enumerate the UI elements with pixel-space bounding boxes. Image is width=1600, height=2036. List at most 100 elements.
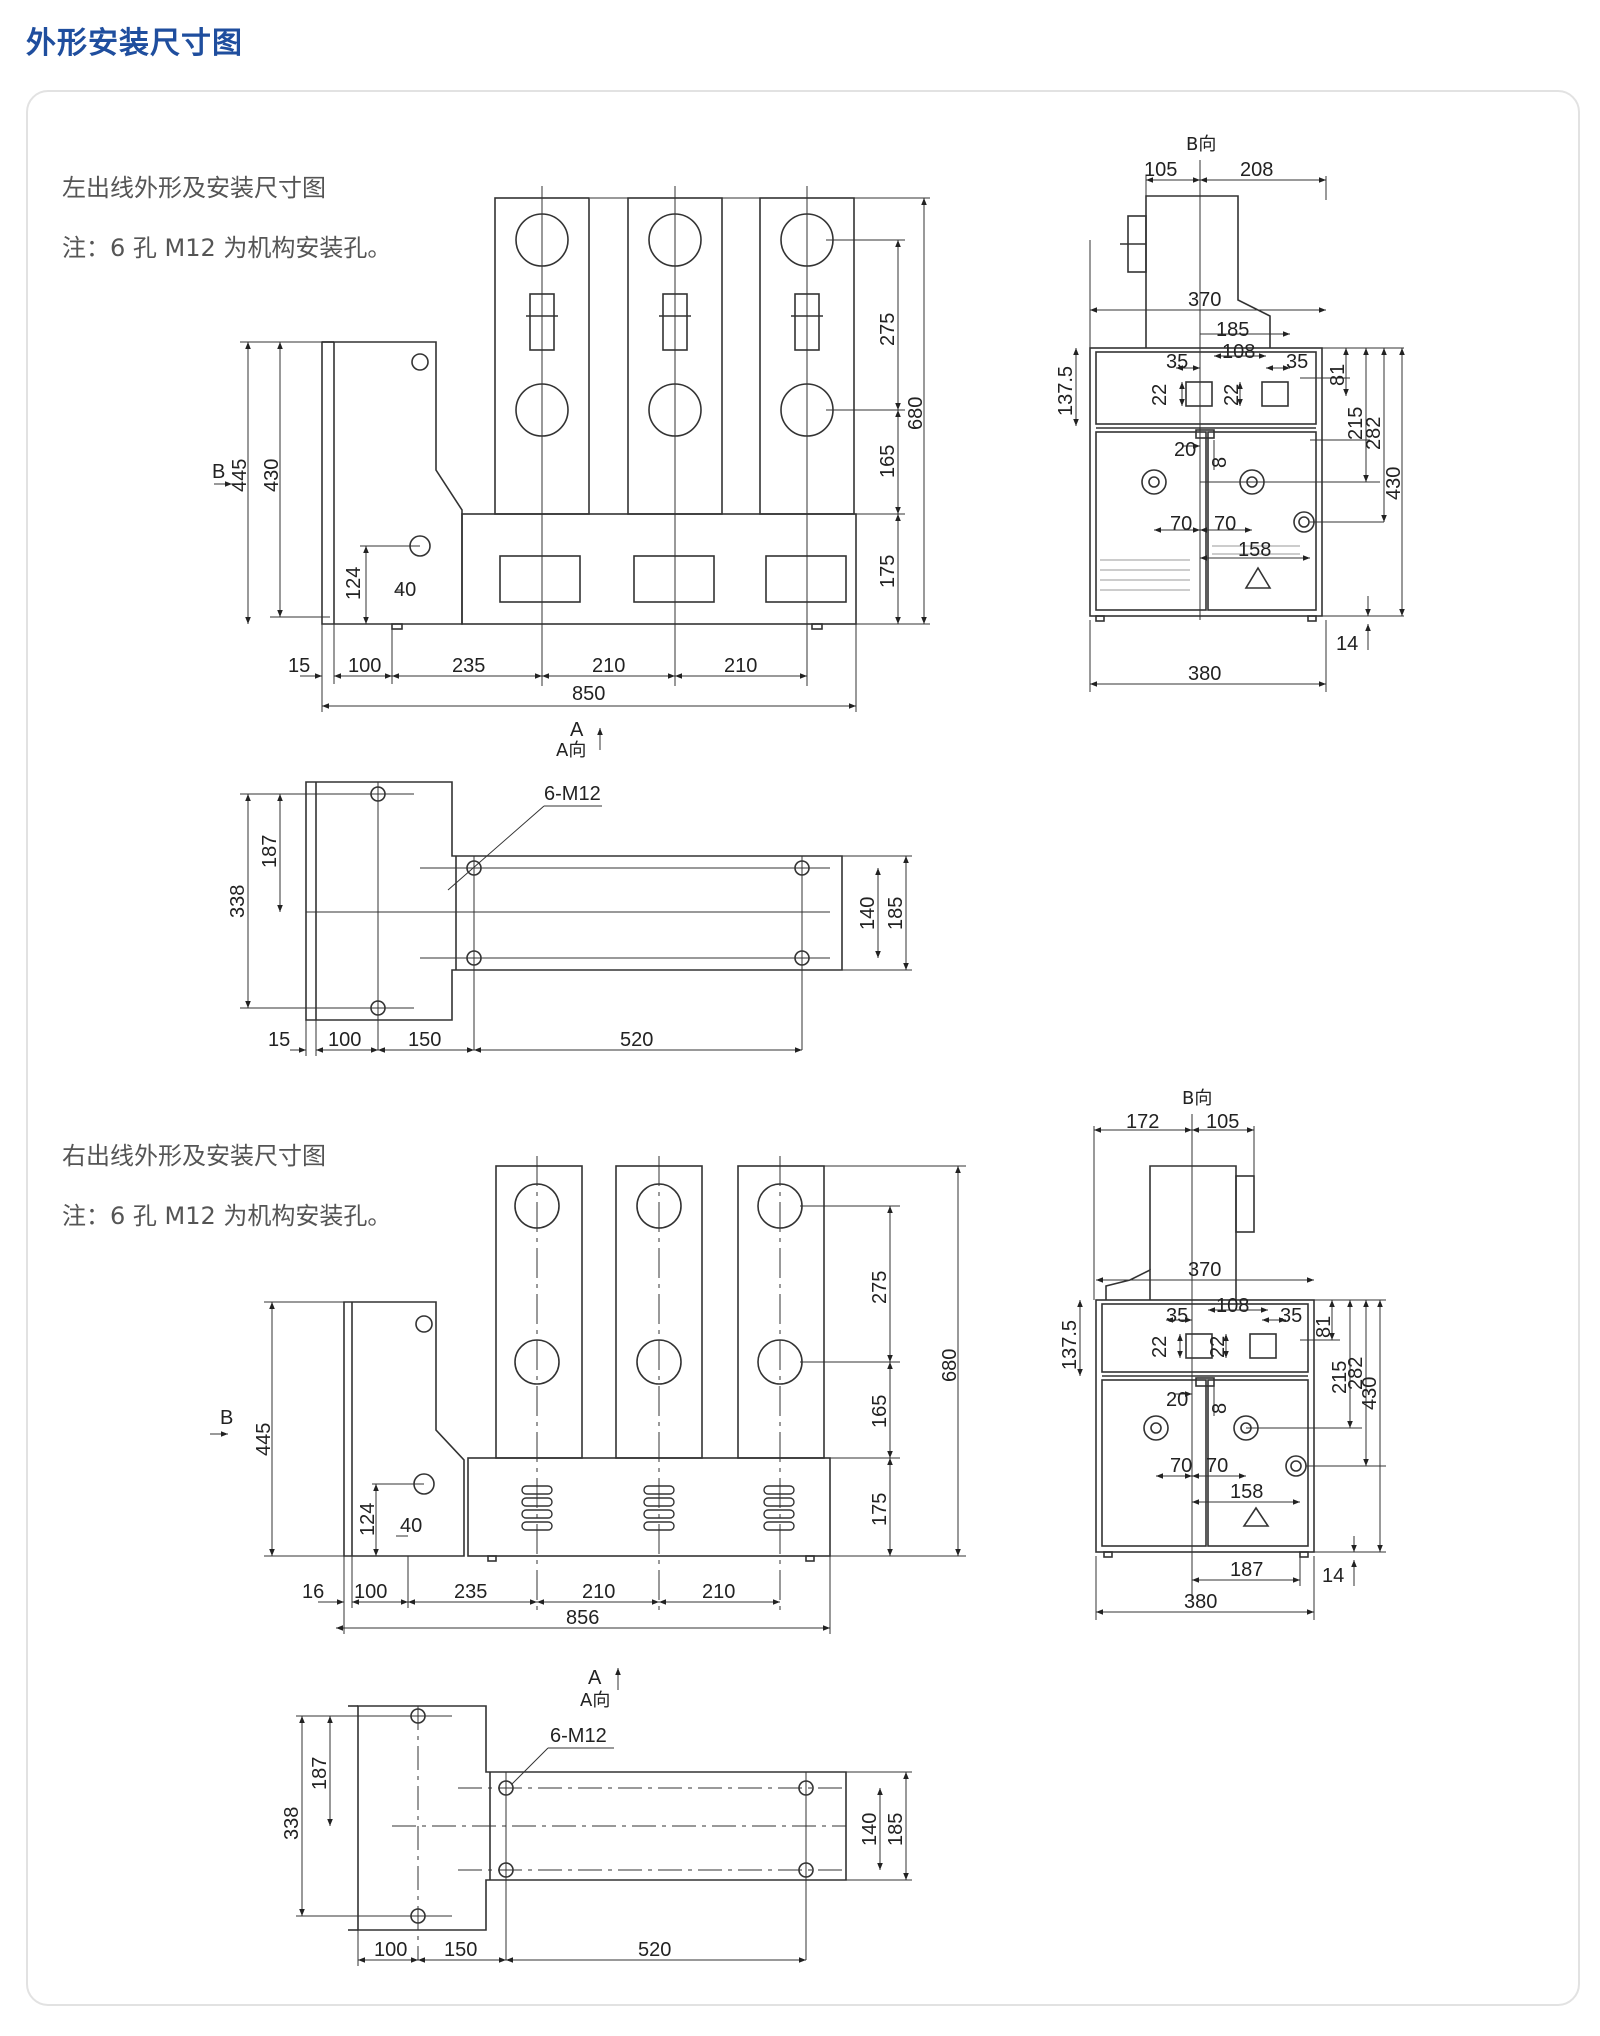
section-note-right: 注：6 孔 M12 为机构安装孔。 xyxy=(62,1202,392,1230)
dim-label: 22 xyxy=(1221,384,1243,406)
right-front-labels: 445 124 40 275 680 165 175 16 100 235 21… xyxy=(220,1271,961,1629)
dim-label: 35 xyxy=(1166,1305,1188,1327)
dim-label: 215 xyxy=(1329,1361,1351,1394)
dim-label: 35 xyxy=(1280,1305,1302,1327)
b-direction-label: B向 xyxy=(1182,1088,1212,1109)
dim-label: 338 xyxy=(227,885,249,918)
dim-label: 150 xyxy=(408,1029,441,1051)
dim-label: 175 xyxy=(869,1493,891,1526)
dim-label: 275 xyxy=(869,1271,891,1304)
dim-label: 22 xyxy=(1207,1336,1229,1358)
drawing-card xyxy=(26,90,1580,2006)
left-bottom-view xyxy=(240,781,912,1056)
dim-label: 108 xyxy=(1222,341,1255,363)
dim-label: 15 xyxy=(288,655,310,677)
dim-label: 100 xyxy=(328,1029,361,1051)
section-caption-right: 右出线外形及安装尺寸图 xyxy=(62,1142,326,1170)
dim-label: 210 xyxy=(724,655,757,677)
dim-label: 81 xyxy=(1327,364,1349,386)
dim-label: 35 xyxy=(1286,351,1308,373)
dim-label: 108 xyxy=(1216,1295,1249,1317)
section-caption-left: 左出线外形及安装尺寸图 xyxy=(62,174,326,202)
b-arrow-label: B xyxy=(212,461,225,483)
dim-label: 208 xyxy=(1240,159,1273,181)
dim-label: 235 xyxy=(454,1581,487,1603)
dim-label: 20 xyxy=(1174,439,1196,461)
dim-label: 215 xyxy=(1345,407,1367,440)
right-front-view xyxy=(210,1156,966,1634)
a-arrow-label: A xyxy=(588,1667,602,1689)
dim-label: 14 xyxy=(1336,633,1358,655)
dim-label: 70 xyxy=(1214,513,1236,535)
dim-label: 445 xyxy=(253,1423,275,1456)
dim-label: 70 xyxy=(1206,1455,1228,1477)
dim-label: 165 xyxy=(869,1395,891,1428)
dim-label: 40 xyxy=(400,1515,422,1537)
dim-label: 20 xyxy=(1166,1389,1188,1411)
left-side-view xyxy=(1073,160,1405,692)
dim-label: 210 xyxy=(592,655,625,677)
b-direction-label: B向 xyxy=(1186,134,1216,155)
a-arrow-label: A xyxy=(570,719,584,741)
dim-label: 14 xyxy=(1322,1565,1344,1587)
dim-label: 105 xyxy=(1144,159,1177,181)
dim-label: 140 xyxy=(859,1813,881,1846)
right-side-view xyxy=(1077,1114,1386,1620)
dim-label: 430 xyxy=(261,459,283,492)
dim-label: 370 xyxy=(1188,289,1221,311)
left-bottom-labels: 6-M12 187 338 140 185 15 100 150 520 xyxy=(227,783,907,1051)
dim-label: 70 xyxy=(1170,513,1192,535)
left-front-labels: 445 430 124 40 275 680 165 175 15 100 23… xyxy=(212,313,927,761)
a-direction-label: A向 xyxy=(556,740,586,761)
dim-label: 8 xyxy=(1209,457,1231,468)
dim-label: 40 xyxy=(394,579,416,601)
right-bottom-labels: A A向 6-M12 187 338 140 185 100 150 520 xyxy=(281,1667,907,1961)
dim-label: 124 xyxy=(357,1503,379,1536)
dim-label: 81 xyxy=(1313,1316,1335,1338)
dim-label: 235 xyxy=(452,655,485,677)
dim-label: 172 xyxy=(1126,1111,1159,1133)
dim-label: 175 xyxy=(877,555,899,588)
dim-label: 370 xyxy=(1188,1259,1221,1281)
dim-label: 158 xyxy=(1230,1481,1263,1503)
dim-label: 35 xyxy=(1166,351,1188,373)
dim-label: 430 xyxy=(1383,467,1405,500)
dim-label: 16 xyxy=(302,1581,324,1603)
dim-label: 70 xyxy=(1170,1455,1192,1477)
dim-label: 445 xyxy=(229,459,251,492)
dim-label: 210 xyxy=(582,1581,615,1603)
dim-label: 22 xyxy=(1149,1336,1171,1358)
dim-label: 338 xyxy=(281,1807,303,1840)
dim-label: 124 xyxy=(343,567,365,600)
a-direction-label: A向 xyxy=(580,1690,610,1711)
dim-label: 282 xyxy=(1345,1357,1367,1390)
dim-label: 275 xyxy=(877,313,899,346)
dim-label: 105 xyxy=(1206,1111,1239,1133)
section-note-left: 注：6 孔 M12 为机构安装孔。 xyxy=(62,234,392,262)
dim-label: 282 xyxy=(1363,417,1385,450)
left-front-view xyxy=(214,186,930,750)
dim-label: 430 xyxy=(1359,1377,1381,1410)
dim-label: 520 xyxy=(620,1029,653,1051)
left-side-labels: B向 105 208 370 185 108 35 35 81 137.5 22… xyxy=(1055,134,1405,685)
dim-label: 850 xyxy=(572,683,605,705)
page-title: 外形安装尺寸图 xyxy=(26,26,243,61)
hole-callout-label: 6-M12 xyxy=(544,783,601,805)
b-arrow-label: B xyxy=(220,1407,233,1429)
dim-label: 380 xyxy=(1188,663,1221,685)
dim-label: 380 xyxy=(1184,1591,1217,1613)
dim-label: 210 xyxy=(702,1581,735,1603)
dim-label: 15 xyxy=(268,1029,290,1051)
dim-label: 8 xyxy=(1209,1403,1231,1414)
dim-label: 680 xyxy=(939,1349,961,1382)
dim-label: 187 xyxy=(259,835,281,868)
dim-label: 100 xyxy=(354,1581,387,1603)
dim-label: 187 xyxy=(309,1757,331,1790)
right-side-labels: B向 172 105 370 108 35 35 81 137.5 22 22 … xyxy=(1059,1088,1381,1613)
dim-label: 137.5 xyxy=(1059,1320,1081,1370)
dim-label: 187 xyxy=(1230,1559,1263,1581)
dim-label: 137.5 xyxy=(1055,366,1077,416)
dim-label: 185 xyxy=(885,1813,907,1846)
right-bottom-view xyxy=(296,1668,912,1966)
dim-label: 680 xyxy=(905,397,927,430)
